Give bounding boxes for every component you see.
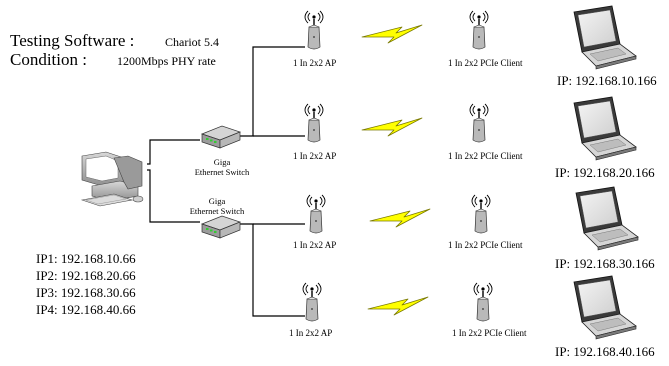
switch-icon-1 xyxy=(200,125,242,149)
condition-label: Condition : xyxy=(10,50,87,69)
laptop-icon-1 xyxy=(573,5,637,70)
client-ip-1: IP: 192.168.10.166 xyxy=(557,73,657,88)
laptop-icon-3 xyxy=(575,186,639,251)
ap-label-3: 1 In 2x2 AP xyxy=(293,240,337,250)
pc-ip-4: IP4: 192.168.40.66 xyxy=(36,302,136,317)
client-adapter-layer xyxy=(469,10,493,322)
laptop-layer xyxy=(573,5,639,340)
client-ip-4: IP: 192.168.40.166 xyxy=(555,344,655,359)
access-point-icon-2 xyxy=(304,103,324,143)
cable-pc-to-switch-2 xyxy=(147,169,200,223)
switch-icon-2 xyxy=(200,215,242,239)
client-label-2: 1 In 2x2 PCIe Client xyxy=(448,151,523,161)
client-ip-2: IP: 192.168.20.166 xyxy=(555,165,655,180)
condition-value: 1200Mbps PHY rate xyxy=(117,54,216,68)
switch-2-label-line2: Ethernet Switch xyxy=(189,206,245,216)
pcie-client-antenna-icon-4 xyxy=(473,282,493,322)
pc-ip-1: IP1: 192.168.10.66 xyxy=(36,251,136,266)
client-label-4: 1 In 2x2 PCIe Client xyxy=(452,328,527,338)
client-label-1: 1 In 2x2 PCIe Client xyxy=(448,58,523,68)
access-point-icon-1 xyxy=(304,10,324,50)
laptop-icon-4 xyxy=(573,275,637,340)
cable-pc-to-switch-1 xyxy=(147,139,200,165)
ap-label-2: 1 In 2x2 AP xyxy=(293,151,337,161)
pcie-client-antenna-icon-3 xyxy=(471,194,491,234)
pc-ip-3: IP3: 192.168.30.66 xyxy=(36,285,136,300)
switch-1-label-line1: Giga xyxy=(213,157,231,167)
testing-software-value: Chariot 5.4 xyxy=(165,35,219,49)
desktop-pc-icon xyxy=(80,151,144,207)
pcie-client-antenna-icon-2 xyxy=(469,103,489,143)
access-point-icon-4 xyxy=(302,282,322,322)
switch-1-label: Giga Ethernet Switch xyxy=(188,157,256,177)
switch-2-label-line1: Giga xyxy=(208,196,226,206)
wireless-bolt-icon-2 xyxy=(361,117,423,137)
network-cables xyxy=(147,46,305,317)
cable-switch2-trunk xyxy=(240,223,305,317)
access-point-icon-3 xyxy=(306,194,326,234)
laptop-icon-2 xyxy=(573,96,637,161)
wireless-link-layer xyxy=(361,24,431,316)
ap-label-4: 1 In 2x2 AP xyxy=(289,328,333,338)
wireless-bolt-icon-3 xyxy=(369,208,431,228)
pcie-client-antenna-icon-1 xyxy=(469,10,489,50)
switch-1-label-line2: Ethernet Switch xyxy=(194,167,250,177)
client-ip-3: IP: 192.168.30.166 xyxy=(555,256,655,271)
ap-label-1: 1 In 2x2 AP xyxy=(293,58,337,68)
wireless-bolt-icon-1 xyxy=(361,24,423,44)
access-point-layer xyxy=(302,10,326,322)
wireless-bolt-icon-4 xyxy=(367,296,429,316)
testing-software-label: Testing Software : xyxy=(10,31,135,50)
switch-2-label: Giga Ethernet Switch xyxy=(183,196,251,216)
cable-switch1-trunk xyxy=(240,46,305,137)
pc-ip-2: IP2: 192.168.20.66 xyxy=(36,268,136,283)
client-label-3: 1 In 2x2 PCIe Client xyxy=(448,240,523,250)
